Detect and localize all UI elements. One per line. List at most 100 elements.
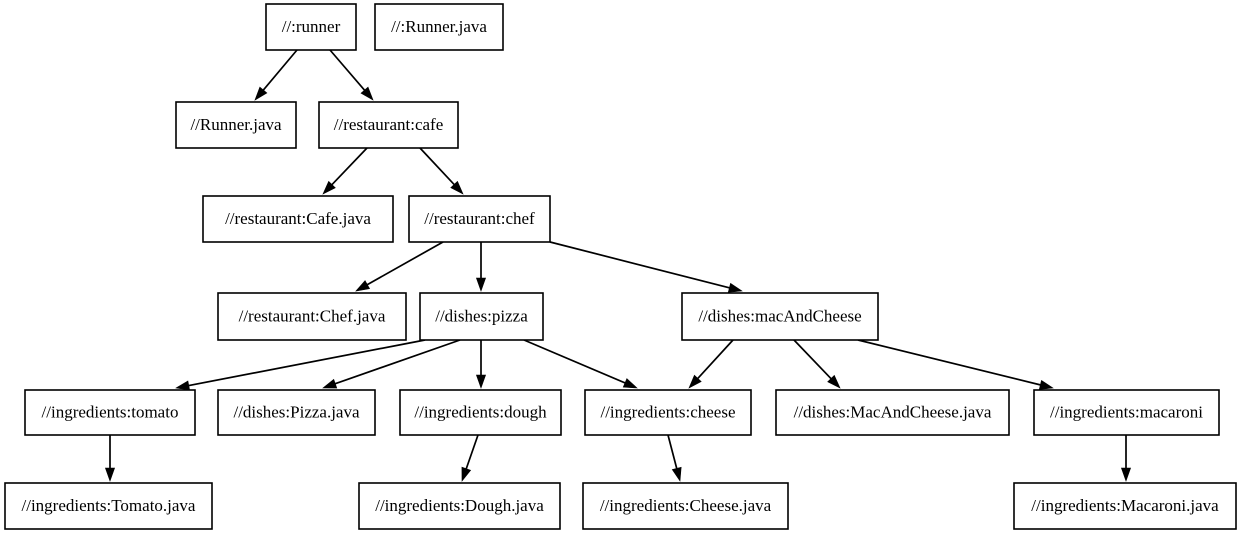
node-box[interactable]: [175, 101, 297, 149]
node-label: //ingredients:Tomato.java: [22, 496, 196, 515]
nodes-layer: //:runner //:Runner.java //Runner.java //re…: [4, 3, 1237, 530]
graph-node-ing_macaroni_java[interactable]: //ingredients:Macaroni.java: [1013, 482, 1237, 530]
node-label: //ingredients:tomato: [42, 402, 179, 421]
graph-node-ing_cheese_java[interactable]: //ingredients:Cheese.java: [582, 482, 789, 530]
node-label: //restaurant:cafe: [334, 115, 444, 134]
node-box[interactable]: [681, 292, 879, 341]
graph-node-ing_macaroni[interactable]: //ingredients:macaroni: [1033, 389, 1220, 436]
graph-edge: [322, 339, 461, 389]
edge-arrowhead-icon: [827, 374, 841, 389]
graph-edge: [254, 49, 298, 101]
edge-arrowhead-icon: [727, 282, 743, 293]
graph-node-restaurant_cafe_java[interactable]: //restaurant:Cafe.java: [202, 195, 394, 243]
graph-edge: [1120, 435, 1132, 482]
node-label: //ingredients:Cheese.java: [600, 496, 772, 515]
edge-line: [857, 339, 1043, 387]
edge-arrowhead-icon: [322, 180, 336, 195]
node-box[interactable]: [584, 389, 752, 436]
graph-edge: [419, 147, 464, 195]
graph-edge: [667, 434, 682, 482]
graph-node-ing_tomato[interactable]: //ingredients:tomato: [24, 389, 196, 436]
graph-edge: [175, 339, 426, 391]
graph-node-dishes_pizza[interactable]: //dishes:pizza: [419, 292, 544, 341]
graph-node-dishes_pizza_java[interactable]: //dishes:Pizza.java: [217, 389, 376, 436]
node-box[interactable]: [374, 3, 504, 51]
graph-node-root_runner_java[interactable]: //:Runner.java: [374, 3, 504, 51]
node-label: //ingredients:cheese: [600, 402, 735, 421]
node-label: //restaurant:Cafe.java: [225, 209, 371, 228]
node-label: //Runner.java: [190, 115, 282, 134]
graph-node-ing_cheese[interactable]: //ingredients:cheese: [584, 389, 752, 436]
graph-edge: [688, 339, 734, 389]
node-box[interactable]: [265, 3, 357, 51]
graph-edge: [857, 339, 1054, 390]
edge-arrowhead-icon: [1038, 379, 1054, 390]
node-label: //ingredients:Dough.java: [375, 496, 544, 515]
graph-edge: [461, 434, 479, 482]
graph-edge: [475, 242, 487, 292]
node-box[interactable]: [202, 195, 394, 243]
node-box[interactable]: [408, 195, 551, 243]
graph-node-dishes_mac[interactable]: //dishes:macAndCheese: [681, 292, 879, 341]
edge-line: [186, 339, 426, 387]
node-label: //ingredients:macaroni: [1050, 402, 1203, 421]
node-label: //dishes:macAndCheese: [698, 306, 861, 325]
node-box[interactable]: [217, 389, 376, 436]
graph-edge: [549, 241, 743, 293]
node-box[interactable]: [318, 101, 459, 149]
edge-arrowhead-icon: [355, 280, 371, 292]
graph-edge: [104, 435, 116, 482]
graph-node-ing_tomato_java[interactable]: //ingredients:Tomato.java: [4, 482, 213, 530]
graph-node-dishes_mac_java[interactable]: //dishes:MacAndCheese.java: [775, 389, 1010, 436]
edges-layer: [104, 49, 1132, 482]
graph-node-restaurant_chef[interactable]: //restaurant:chef: [408, 195, 551, 243]
graph-edge: [523, 339, 638, 389]
edge-arrowhead-icon: [450, 180, 464, 195]
node-label: //:runner: [282, 17, 341, 36]
edge-arrowhead-icon: [254, 86, 268, 101]
node-label: //dishes:pizza: [435, 306, 528, 325]
edge-arrowhead-icon: [461, 466, 472, 482]
graph-edge: [475, 340, 487, 389]
node-box[interactable]: [399, 389, 562, 436]
node-label: //restaurant:chef: [424, 209, 535, 228]
graph-edge: [355, 241, 444, 292]
node-label: //dishes:MacAndCheese.java: [794, 402, 992, 421]
edge-line: [261, 49, 298, 93]
node-box[interactable]: [24, 389, 196, 436]
node-box[interactable]: [419, 292, 544, 341]
node-label: //dishes:Pizza.java: [233, 402, 360, 421]
node-box[interactable]: [358, 482, 561, 530]
edge-line: [695, 339, 734, 381]
edge-line: [464, 434, 479, 471]
graph-node-restaurant_cafe[interactable]: //restaurant:cafe: [318, 101, 459, 149]
node-box[interactable]: [775, 389, 1010, 436]
edge-line: [333, 339, 461, 386]
graph-node-runner[interactable]: //:runner: [265, 3, 357, 51]
graph-edge: [793, 339, 841, 389]
node-label: //:Runner.java: [391, 17, 487, 36]
edge-line: [419, 147, 457, 187]
graph-edge: [329, 49, 374, 101]
graph-node-restaurant_chef_java[interactable]: //restaurant:Chef.java: [217, 292, 407, 341]
graph-node-runner_java[interactable]: //Runner.java: [175, 101, 297, 149]
edge-line: [365, 241, 444, 287]
node-label: //restaurant:Chef.java: [239, 306, 386, 325]
node-box[interactable]: [217, 292, 407, 341]
edge-arrowhead-icon: [475, 374, 487, 389]
node-box[interactable]: [1013, 482, 1237, 530]
node-box[interactable]: [582, 482, 789, 530]
edge-arrowhead-icon: [671, 466, 682, 482]
edge-line: [549, 241, 732, 290]
edge-arrowhead-icon: [175, 380, 191, 391]
node-box[interactable]: [1033, 389, 1220, 436]
graph-node-ing_dough[interactable]: //ingredients:dough: [399, 389, 562, 436]
graph-node-ing_dough_java[interactable]: //ingredients:Dough.java: [358, 482, 561, 530]
edge-line: [667, 434, 679, 471]
edge-line: [329, 49, 367, 93]
node-box[interactable]: [4, 482, 213, 530]
edge-line: [329, 147, 368, 187]
graph-edge: [322, 147, 368, 195]
